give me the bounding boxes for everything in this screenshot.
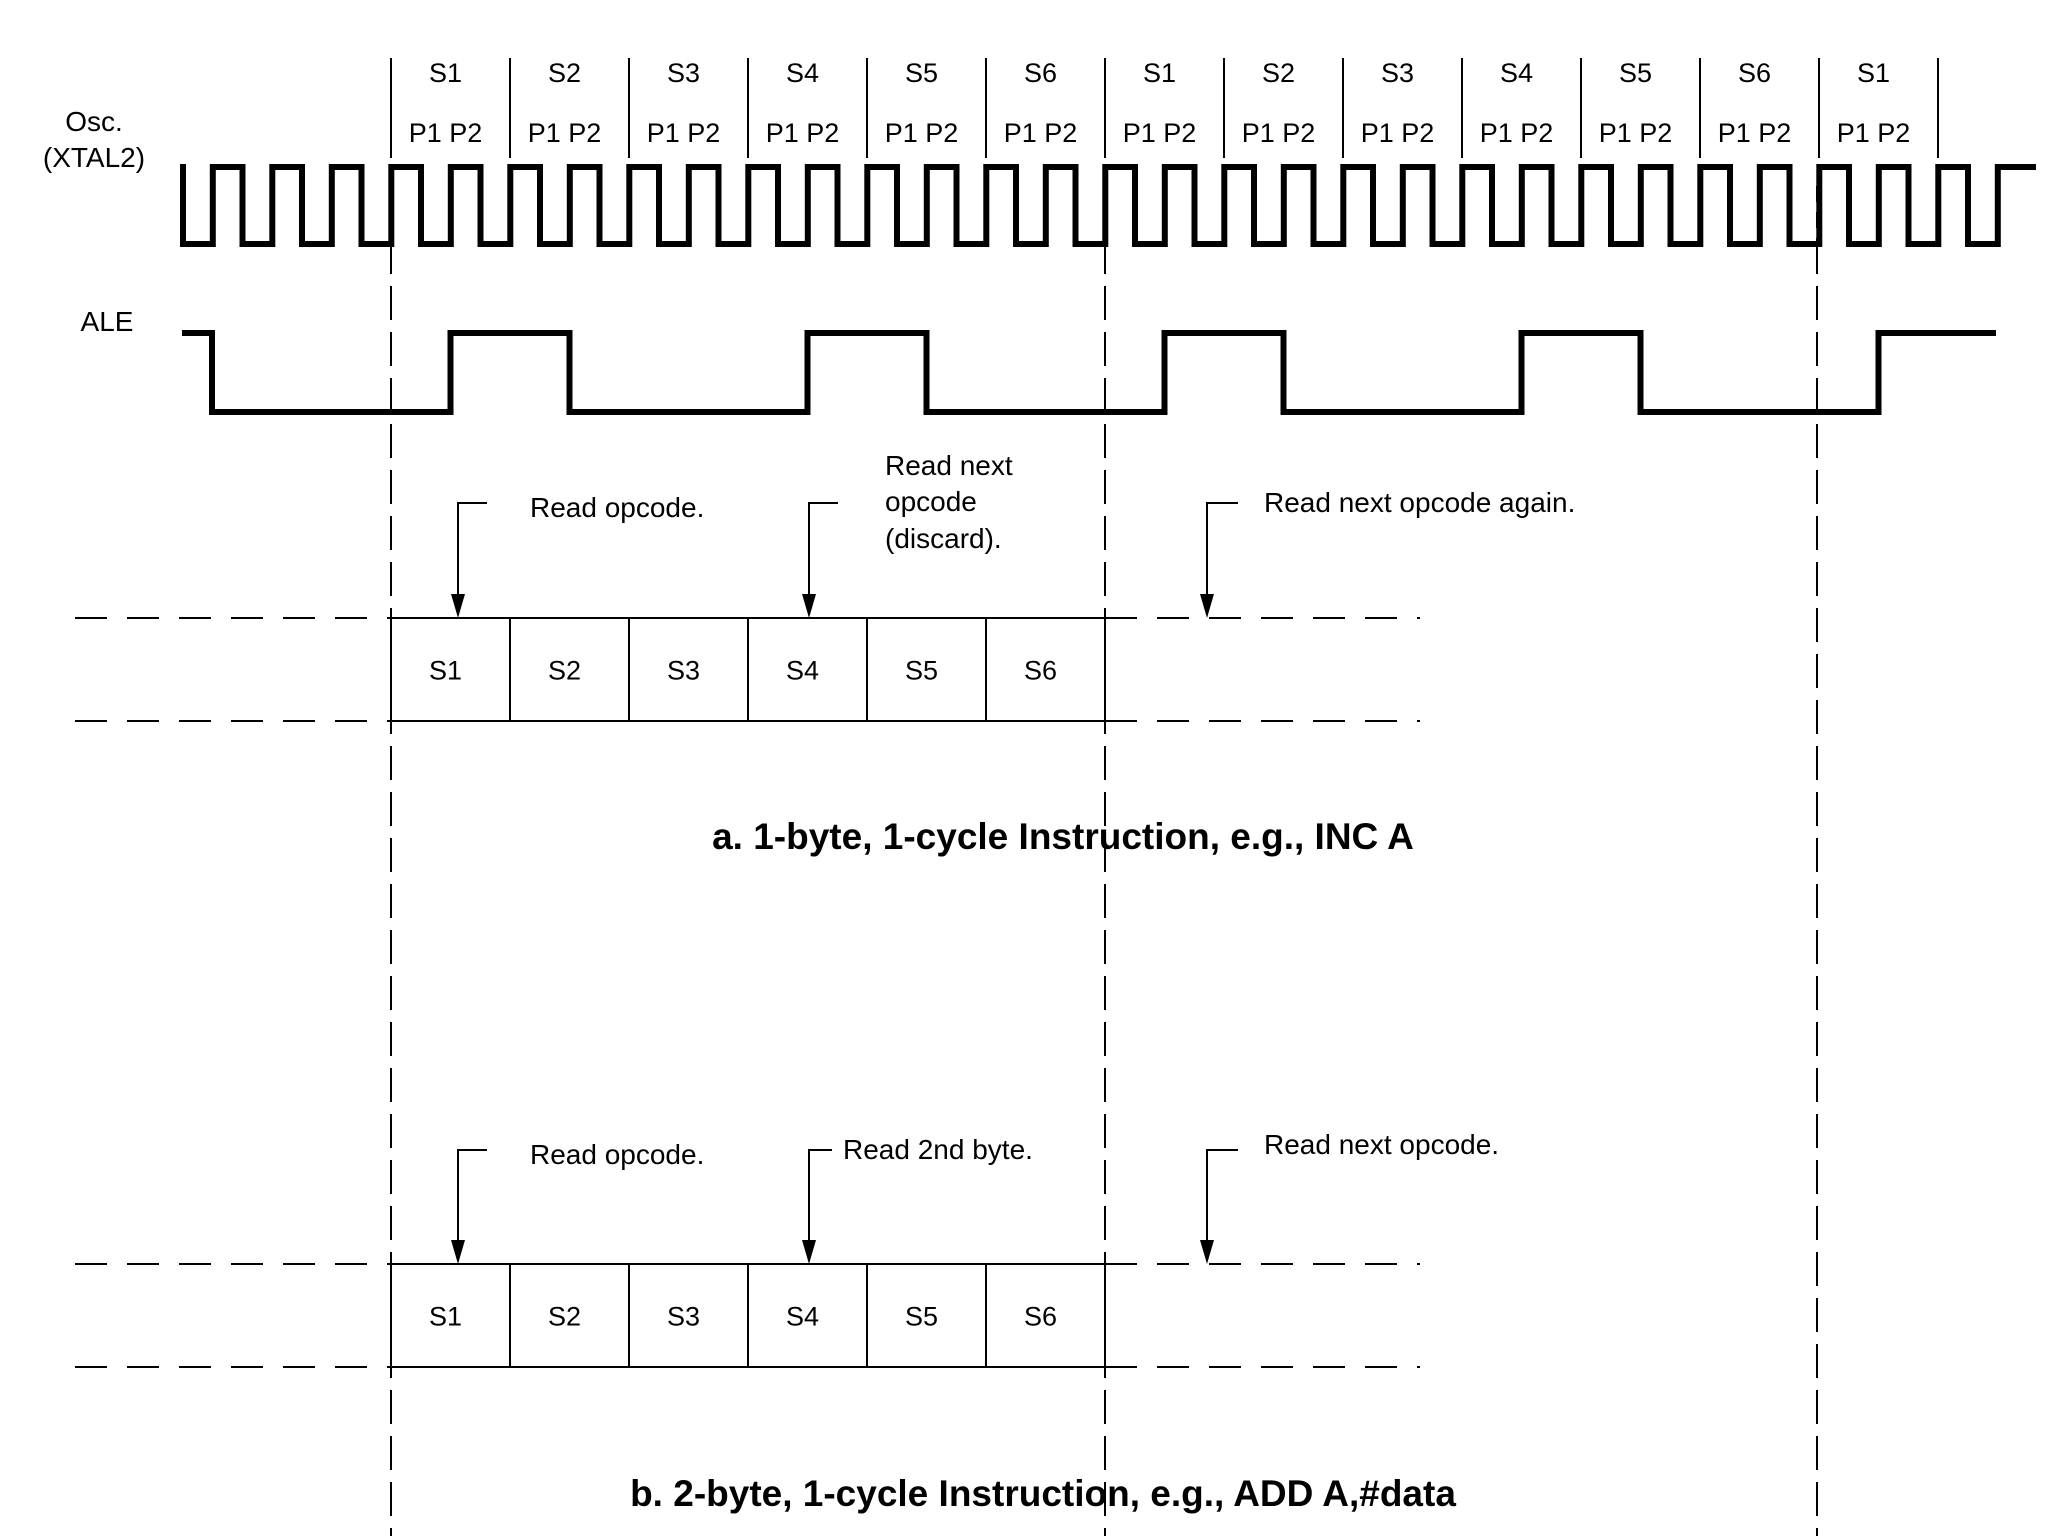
ale-waveform — [182, 330, 1996, 415]
state-cell-label: S5 — [905, 656, 938, 686]
state-label: S6 — [1024, 58, 1057, 88]
state-header: S1 P1 P2 S2 P1 P2 S3 P1 P2 S4 P1 P2 S5 P1 P2 S6 P1 … — [390, 58, 1939, 158]
state-cell-label: S3 — [667, 1302, 700, 1332]
phase-label: P1 P2 — [766, 118, 840, 148]
state-label: S1 — [429, 58, 462, 88]
arrow — [1206, 502, 1238, 604]
arrow — [808, 502, 838, 604]
arrow — [808, 1149, 832, 1250]
arrow-head — [451, 594, 465, 618]
arrow-head — [1200, 1240, 1214, 1264]
state-label: S3 — [1381, 58, 1414, 88]
phase-label: P1 P2 — [1361, 118, 1435, 148]
state-label: S1 — [1143, 58, 1176, 88]
state-label: S5 — [905, 58, 938, 88]
state-cells: S1 S2 S3 S4 S5 S6 — [429, 618, 1057, 721]
state-label: S6 — [1738, 58, 1771, 88]
state-cell-label: S1 — [429, 1302, 462, 1332]
part-b-timeline: S1 S2 S3 S4 S5 S6 Read opcode. Read 2nd byte.… — [75, 1129, 1499, 1514]
state-label: S4 — [1500, 58, 1533, 88]
state-label: S5 — [1619, 58, 1652, 88]
state-cell-label: S6 — [1024, 656, 1057, 686]
phase-label: P1 P2 — [1599, 118, 1673, 148]
part-a-caption: a. 1-byte, 1-cycle Instruction, e.g., IN… — [712, 816, 1414, 857]
state-cell-label: S2 — [548, 656, 581, 686]
phase-label: P1 P2 — [1480, 118, 1554, 148]
phase-label: P1 P2 — [409, 118, 483, 148]
annotation-text: Read next opcode again. — [1264, 487, 1575, 518]
arrow-head — [802, 1240, 816, 1264]
arrow — [457, 502, 487, 604]
state-cell-label: S2 — [548, 1302, 581, 1332]
state-label: S2 — [548, 58, 581, 88]
arrow-head — [802, 594, 816, 618]
phase-label: P1 P2 — [528, 118, 602, 148]
state-label: S1 — [1857, 58, 1890, 88]
annotation-text: Read next — [885, 450, 1013, 481]
arrow-head — [1200, 594, 1214, 618]
part-a-timeline: S1 S2 S3 S4 S5 S6 Read opcode. Read next opco… — [75, 450, 1575, 857]
annotation-text: Read opcode. — [530, 1139, 704, 1170]
phase-label: P1 P2 — [647, 118, 721, 148]
arrow-head — [451, 1240, 465, 1264]
phase-label: P1 P2 — [1837, 118, 1911, 148]
state-cell-label: S1 — [429, 656, 462, 686]
annotation-text: Read next opcode. — [1264, 1129, 1499, 1160]
annotation-text: Read 2nd byte. — [843, 1134, 1033, 1165]
phase-label: P1 P2 — [1004, 118, 1078, 148]
state-label: S3 — [667, 58, 700, 88]
annotation-text: (discard). — [885, 523, 1002, 554]
part-b-caption: b. 2-byte, 1-cycle Instruction, e.g., AD… — [630, 1473, 1456, 1514]
state-cell-label: S4 — [786, 1302, 819, 1332]
phase-label: P1 P2 — [885, 118, 959, 148]
osc-waveform — [180, 164, 2036, 247]
phase-label: P1 P2 — [1242, 118, 1316, 148]
state-cells: S1 S2 S3 S4 S5 S6 — [429, 1264, 1057, 1367]
phase-label: P1 P2 — [1123, 118, 1197, 148]
arrow — [457, 1149, 487, 1250]
phase-label: P1 P2 — [1718, 118, 1792, 148]
annotation-text: opcode — [885, 486, 977, 517]
state-cell-label: S4 — [786, 656, 819, 686]
state-cell-label: S3 — [667, 656, 700, 686]
state-label: S2 — [1262, 58, 1295, 88]
arrow — [1206, 1149, 1238, 1250]
state-label: S4 — [786, 58, 819, 88]
state-cell-label: S5 — [905, 1302, 938, 1332]
ale-label: ALE — [81, 306, 134, 337]
annotation-text: Read opcode. — [530, 492, 704, 523]
osc-label-line2: (XTAL2) — [43, 142, 145, 173]
state-cell-label: S6 — [1024, 1302, 1057, 1332]
osc-label-line1: Osc. — [65, 106, 123, 137]
